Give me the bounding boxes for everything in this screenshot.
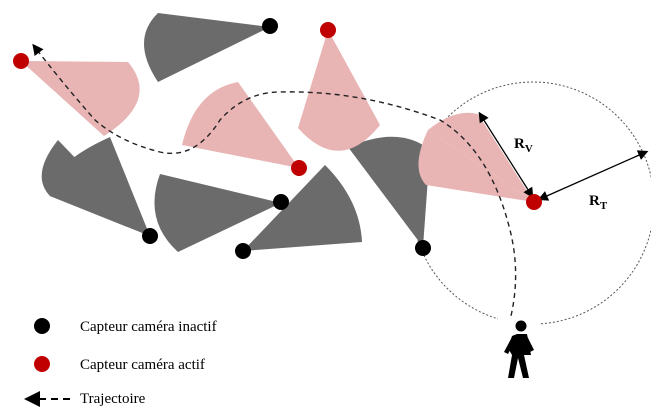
sensor-inactive [415,240,431,256]
fov-inactive-cone-2b [49,137,150,236]
legend: Capteur caméra inactif Capteur caméra ac… [24,318,217,407]
fov-inactive-cone-4 [243,165,362,251]
sensor-active [526,194,542,210]
sensor-inactive [273,194,289,210]
legend-inactive-label: Capteur caméra inactif [80,319,217,335]
fov-active-cone-1 [21,61,140,136]
transmission-range-arrow [537,150,649,201]
vision-range-arrow [478,111,534,199]
sensor-active [13,53,29,69]
pedestrian-icon [498,318,540,382]
fov-active-cone-3 [298,30,380,151]
sensor-inactive [262,18,278,34]
fov-inactive-cone-5 [348,136,430,247]
trajectory-path [32,43,517,351]
legend-inactive-marker [34,318,50,334]
sensor-inactive [142,228,158,244]
sensor-active [291,160,307,176]
legend-active-marker [34,356,50,372]
legend-trajectory-label: Trajectoire [80,391,146,407]
fov-inactive-cone-3 [154,174,281,252]
fov-active-cone-2 [182,82,299,168]
legend-active-label: Capteur caméra actif [80,357,205,373]
fov-inactive-cone-1 [144,13,270,82]
vision-range-label: RV [514,136,533,155]
sensor-inactive [235,243,251,259]
transmission-range-label: RT [589,193,608,212]
sensor-active [320,22,336,38]
